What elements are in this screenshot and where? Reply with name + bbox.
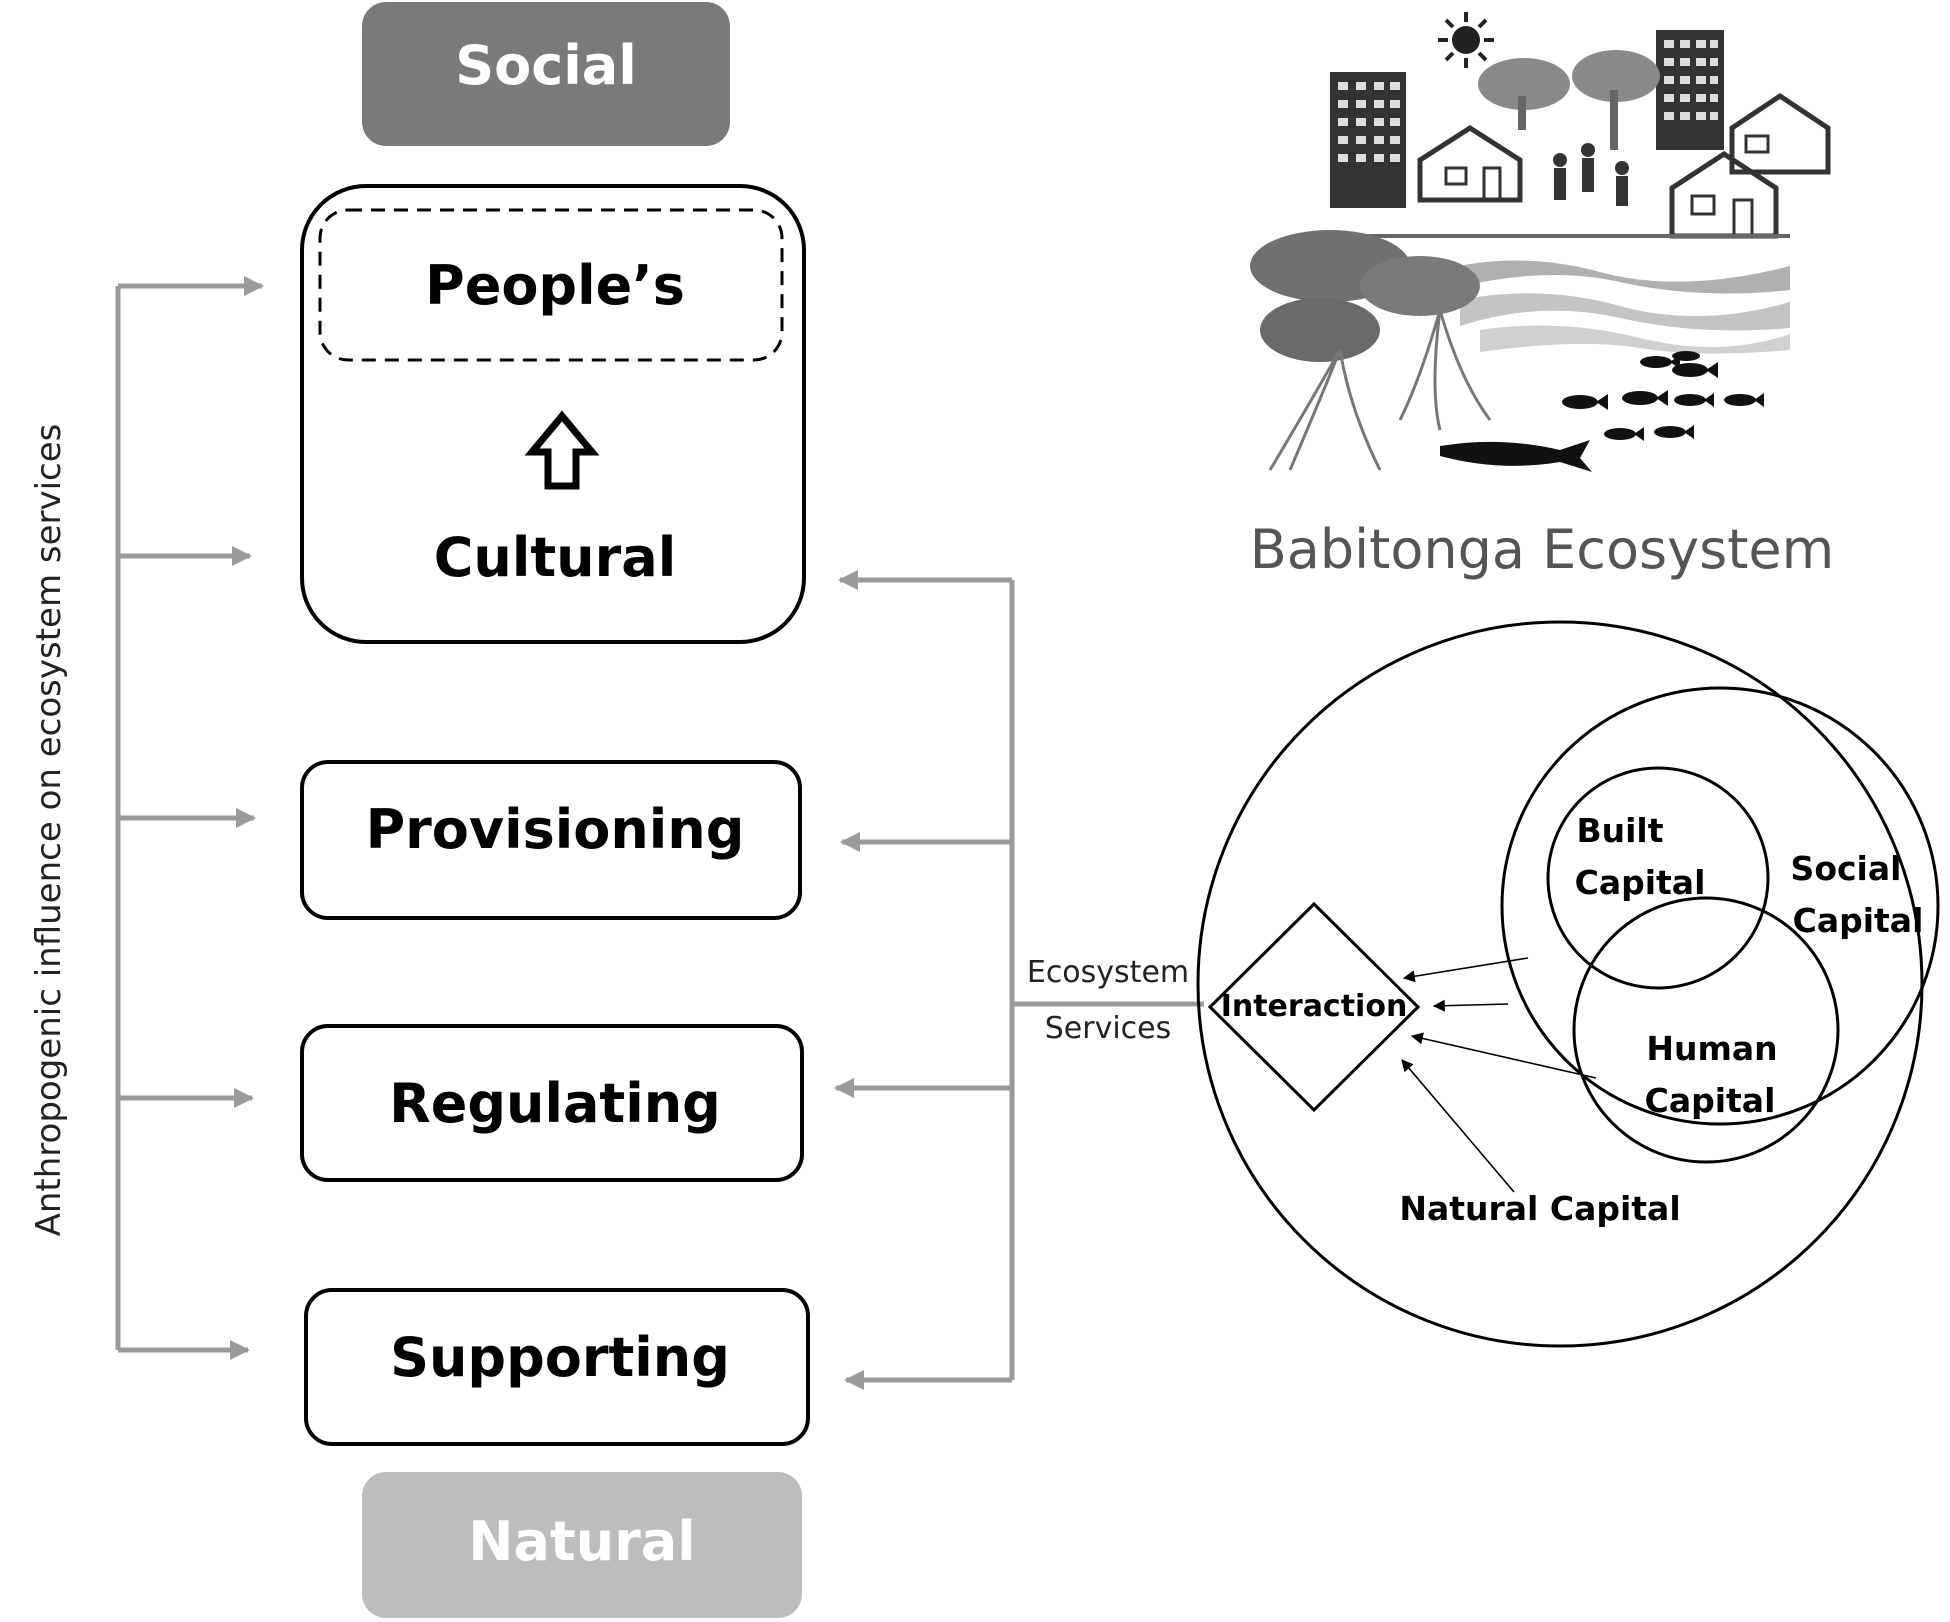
cultural-box: People’s Cultural (300, 184, 806, 644)
tower-building-icon (1330, 72, 1406, 208)
ecosystem-services-bracket (834, 570, 1204, 1390)
tower-building-icon-2 (1656, 30, 1724, 150)
cultural-label: Cultural (434, 526, 676, 589)
natural-pole: Natural (362, 1472, 802, 1618)
fish-icon (1562, 351, 1764, 441)
anthropogenic-axis-label: Anthropogenic influence on ecosystem ser… (29, 424, 69, 1237)
up-arrow-icon (524, 410, 600, 490)
regulating-box: Regulating (300, 1024, 804, 1182)
arrow-human-to-interaction (1410, 1032, 1597, 1079)
provisioning-label: Provisioning (366, 798, 745, 861)
arrow-built-to-interaction (1402, 957, 1529, 983)
interaction-label: Interaction (1221, 989, 1408, 1024)
human-capital-label-line2: Capital (1645, 1081, 1776, 1120)
mangrove-icon (1250, 230, 1492, 471)
people-icon (1553, 143, 1629, 206)
built-capital-circle (1546, 766, 1770, 990)
house-icon (1417, 125, 1523, 203)
babitonga-illustration: Babitonga Ecosystem (1250, 12, 1834, 581)
capitals-diagram: Interaction Built Capital Social Capital… (1196, 620, 1940, 1348)
sun-icon (1438, 12, 1494, 68)
supporting-box: Supporting (304, 1288, 810, 1446)
social-pole: Social (362, 2, 730, 146)
social-capital-circle (1500, 686, 1940, 1126)
shark-icon (1440, 440, 1592, 472)
peoples-dashed-box (318, 208, 784, 362)
built-capital-label-line1: Built (1576, 811, 1663, 850)
natural-pole-label: Natural (468, 1510, 695, 1573)
regulating-label: Regulating (389, 1072, 721, 1135)
peoples-label: People’s (425, 254, 685, 317)
arrow-social-to-interaction (1432, 999, 1509, 1012)
babitonga-caption: Babitonga Ecosystem (1250, 518, 1834, 581)
anthropogenic-bracket (115, 276, 264, 1360)
house-icon-3 (1729, 92, 1831, 175)
tree-icon (1478, 50, 1660, 150)
interaction-diamond (1207, 901, 1421, 1113)
built-capital-label-line2: Capital (1575, 863, 1706, 902)
human-capital-circle (1572, 896, 1840, 1164)
social-capital-label-line2: Capital (1793, 901, 1924, 940)
provisioning-box: Provisioning (300, 760, 802, 920)
supporting-label: Supporting (390, 1326, 730, 1389)
water-waves (1440, 260, 1790, 354)
house-icon-2 (1669, 151, 1779, 239)
social-capital-label-line1: Social (1791, 849, 1902, 888)
arrow-natural-to-interaction (1401, 1059, 1515, 1193)
natural-capital-label: Natural Capital (1399, 1189, 1680, 1228)
ecosystem-services-label-line2: Services (1045, 1011, 1172, 1046)
human-capital-label-line1: Human (1646, 1029, 1777, 1068)
ecosystem-services-label-line1: Ecosystem (1027, 955, 1189, 990)
social-pole-label: Social (455, 34, 636, 97)
